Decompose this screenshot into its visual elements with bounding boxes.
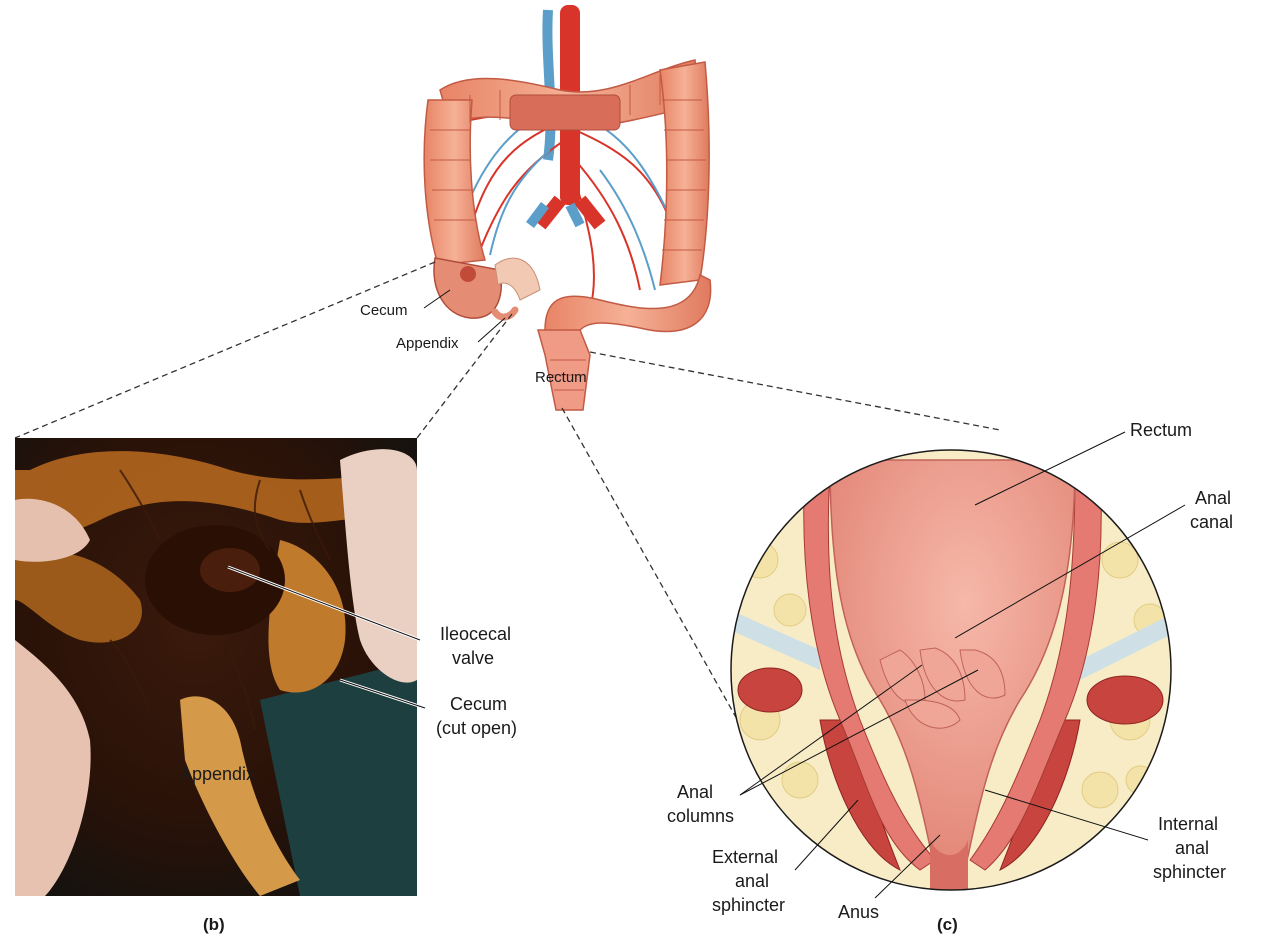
anal-canal-label-1: Anal xyxy=(1195,488,1231,508)
appendix-shape xyxy=(495,310,515,317)
appendix-photo-label: Appendix xyxy=(180,764,255,784)
external-label-2: anal xyxy=(735,871,769,891)
panel-b-tag: (b) xyxy=(203,915,225,934)
rectum-label-c: Rectum xyxy=(1130,420,1192,440)
panel-c-tag: (c) xyxy=(937,915,958,934)
transverse-colon-cutaway xyxy=(510,95,620,130)
external-label-3: sphincter xyxy=(712,895,785,915)
cecum-cut-label-1: Cecum xyxy=(450,694,507,714)
vena-cava xyxy=(547,10,550,160)
rectum-label-top: Rectum xyxy=(535,369,587,386)
cecum-opening xyxy=(460,266,476,282)
anal-canal-label-2: canal xyxy=(1190,512,1233,532)
anal-columns-label-2: columns xyxy=(667,806,734,826)
cecum-photo xyxy=(15,438,417,896)
descending-colon xyxy=(660,62,709,285)
ileocecal-label-2: valve xyxy=(452,648,494,668)
colon-illustration xyxy=(424,5,710,410)
ileocecal-label-1: Ileocecal xyxy=(440,624,511,644)
anal-columns-label-1: Anal xyxy=(677,782,713,802)
external-label-1: External xyxy=(712,847,778,867)
anus-label: Anus xyxy=(838,902,879,922)
ascending-colon xyxy=(424,100,485,265)
ileum-stub xyxy=(495,258,540,300)
internal-label-3: sphincter xyxy=(1153,862,1226,882)
internal-label-2: anal xyxy=(1175,838,1209,858)
cecum-label: Cecum xyxy=(360,302,408,319)
cecum-cut-label-2: (cut open) xyxy=(436,718,517,738)
internal-label-1: Internal xyxy=(1158,814,1218,834)
appendix-leader xyxy=(478,318,505,342)
appendix-label: Appendix xyxy=(396,335,459,352)
